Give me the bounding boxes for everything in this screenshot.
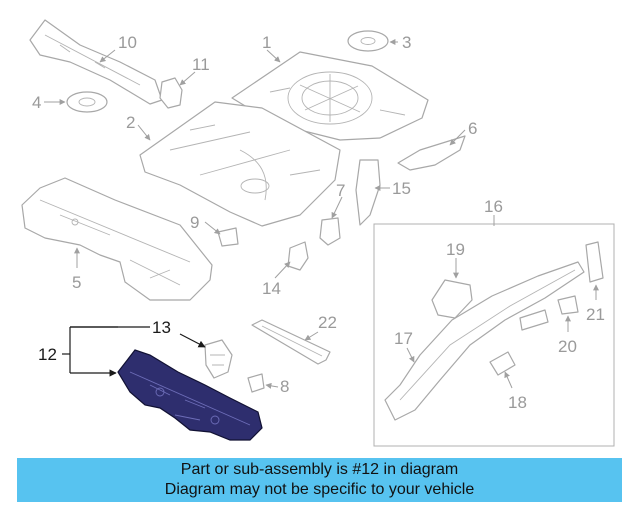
part-6-panel xyxy=(397,135,466,171)
callout-12: 12 xyxy=(38,345,57,364)
part-10-rail xyxy=(29,19,163,105)
part-9-bracket xyxy=(217,227,239,247)
callout-1: 1 xyxy=(262,33,271,52)
callout-11: 11 xyxy=(192,55,210,74)
part-3-plug xyxy=(347,30,389,52)
part-8-clip xyxy=(247,373,265,393)
callout-17: 17 xyxy=(394,329,413,348)
part-5-dash-panel xyxy=(21,177,213,301)
callout-18: 18 xyxy=(508,393,527,412)
callout-21: 21 xyxy=(586,305,605,324)
callout-8: 8 xyxy=(280,377,289,396)
callout-14: 14 xyxy=(262,279,281,298)
callout-15: 15 xyxy=(392,179,411,198)
part-4-plug xyxy=(66,91,108,113)
leader-lines xyxy=(44,39,599,389)
part-2-center-floor-pan xyxy=(139,101,341,227)
part-11-bracket xyxy=(159,77,183,109)
part-22-crossbar xyxy=(251,319,331,365)
parts-diagram: 1 2 3 4 5 6 7 8 9 10 11 12 13 14 15 16 1… xyxy=(21,19,615,447)
callout-9: 9 xyxy=(190,213,199,232)
part-12-highlighted-assembly xyxy=(117,349,263,441)
callout-3: 3 xyxy=(402,33,411,52)
banner-line-2: Diagram may not be specific to your vehi… xyxy=(164,481,475,498)
info-banner: Part or sub-assembly is #12 in diagram D… xyxy=(17,458,622,502)
callout-19: 19 xyxy=(446,240,465,259)
part-7-bracket xyxy=(319,217,341,246)
callout-22: 22 xyxy=(318,313,337,332)
part-14-bracket xyxy=(287,241,309,271)
part-13-bracket xyxy=(204,339,233,379)
callout-20: 20 xyxy=(558,337,577,356)
callout-7: 7 xyxy=(336,181,345,200)
callout-13: 13 xyxy=(152,318,171,337)
callout-10: 10 xyxy=(118,33,137,52)
callout-labels: 1 2 3 4 5 6 7 8 9 10 11 12 13 14 15 16 1… xyxy=(32,33,605,412)
callout-5: 5 xyxy=(72,273,81,292)
callout-4: 4 xyxy=(32,93,41,112)
part-15-bracket xyxy=(355,159,381,226)
callout-2: 2 xyxy=(126,113,135,132)
callout-6: 6 xyxy=(468,119,477,138)
callout-16: 16 xyxy=(484,197,503,216)
banner-line-1: Part or sub-assembly is #12 in diagram xyxy=(180,461,459,478)
